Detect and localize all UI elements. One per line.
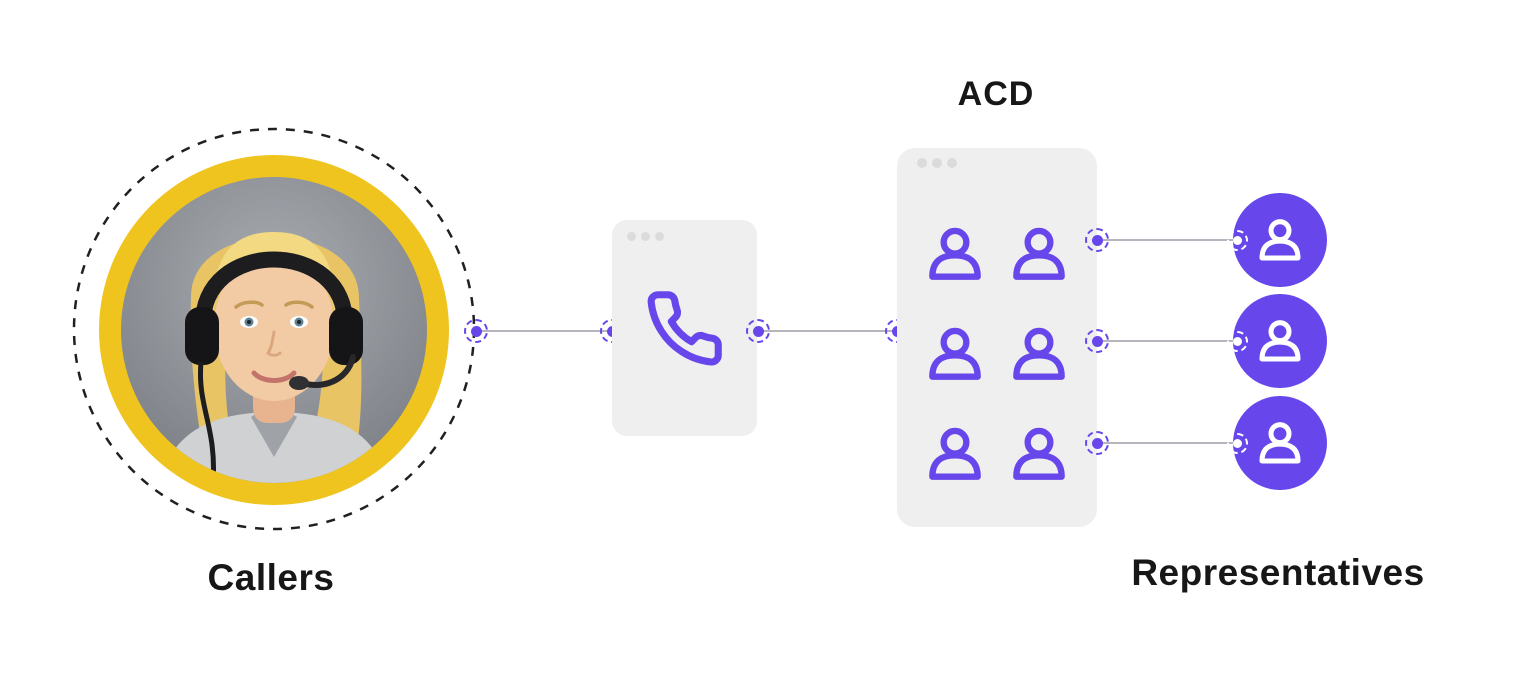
connector-line xyxy=(478,330,612,332)
window-dot xyxy=(947,158,957,168)
window-dot xyxy=(655,232,664,241)
phone-icon xyxy=(647,291,722,366)
connector-node xyxy=(1085,329,1109,353)
window-dots xyxy=(627,232,664,241)
window-dot xyxy=(932,158,942,168)
representative-avatar xyxy=(1233,294,1327,388)
connector-node-white xyxy=(1227,331,1248,352)
window-dots xyxy=(917,158,957,168)
connector-node xyxy=(464,319,488,343)
representative-avatar xyxy=(1233,193,1327,287)
caller-photo-illustration xyxy=(121,177,427,483)
acd-card xyxy=(897,148,1097,527)
window-dot xyxy=(917,158,927,168)
agent-person-icon xyxy=(1010,323,1068,385)
caller-photo xyxy=(121,177,427,483)
connector-node-white xyxy=(1227,230,1248,251)
connector-line xyxy=(1097,239,1236,241)
representative-avatar xyxy=(1233,396,1327,490)
agent-person-icon xyxy=(1010,423,1068,485)
callers-label: Callers xyxy=(207,557,335,598)
representative-person-icon xyxy=(1257,316,1303,366)
connector-node xyxy=(746,319,770,343)
connector-line xyxy=(1097,340,1236,342)
acd-agent-grid xyxy=(913,204,1081,504)
agent-person-icon xyxy=(926,423,984,485)
connector-node-white xyxy=(1227,433,1248,454)
representatives-label: Representatives xyxy=(1131,552,1425,593)
connector-line xyxy=(1097,442,1236,444)
window-dot xyxy=(641,232,650,241)
window-dot xyxy=(627,232,636,241)
agent-person-icon xyxy=(926,223,984,285)
agent-person-icon xyxy=(926,323,984,385)
connector-node xyxy=(1085,228,1109,252)
representative-person-icon xyxy=(1257,215,1303,265)
agent-person-icon xyxy=(1010,223,1068,285)
connector-line xyxy=(758,330,897,332)
connector-node xyxy=(1085,431,1109,455)
representative-person-icon xyxy=(1257,418,1303,468)
acd-title: ACD xyxy=(957,75,1035,113)
phone-card xyxy=(612,220,757,436)
